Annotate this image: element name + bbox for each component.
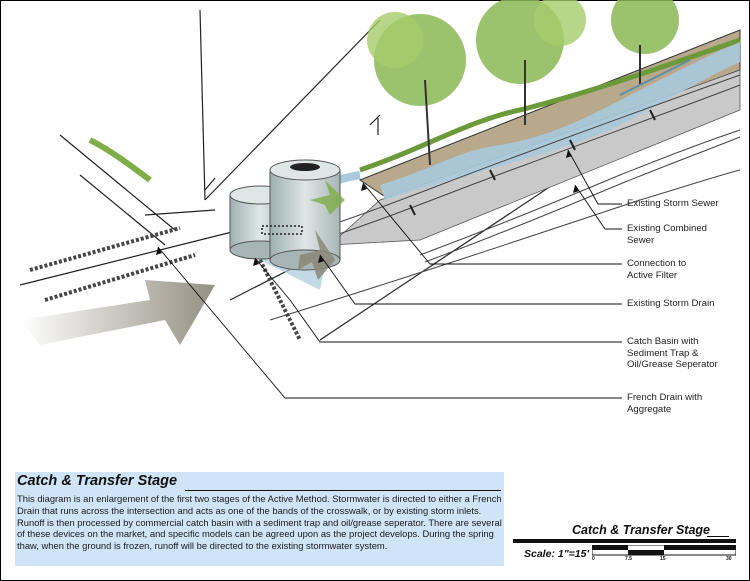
- scale-title-underline: [707, 536, 729, 537]
- scale-tick-7-5: 7.5: [625, 556, 632, 562]
- pipes: [269, 74, 741, 321]
- description-title-underline: [185, 490, 501, 491]
- catch-basins: [229, 159, 341, 271]
- callout-french-drain: French Drain with Aggregate: [627, 392, 703, 415]
- scale-tick-15: 15: [660, 556, 666, 562]
- leader-lines: [157, 149, 622, 399]
- scale-tick-30: 30: [726, 556, 732, 562]
- scale-label: Scale: 1"=15': [524, 548, 589, 560]
- leader-arrowheads: [156, 150, 579, 266]
- callout-existing-storm-sewer: Existing Storm Sewer: [627, 198, 719, 209]
- runoff-arrows: [20, 180, 345, 345]
- scale-divider-rule: [513, 539, 736, 543]
- scale-tick-0: 0: [592, 556, 595, 562]
- street-trees: [367, 0, 679, 166]
- scale-bar: [592, 545, 736, 556]
- callout-existing-storm-drain: Existing Storm Drain: [627, 298, 715, 309]
- description-title: Catch & Transfer Stage: [17, 473, 178, 489]
- drain-markers: [409, 109, 656, 216]
- callout-catch-basin: Catch Basin with Sediment Trap & Oil/Gre…: [627, 336, 718, 370]
- french-drain: [29, 226, 302, 341]
- stormwater-illustration: [19, 0, 741, 399]
- description-panel: Catch & Transfer Stage This diagram is a…: [15, 472, 504, 566]
- scale-title: Catch & Transfer Stage: [572, 523, 711, 537]
- callout-connection-active-filter: Connection to Active Filter: [627, 258, 687, 281]
- description-body: This diagram is an enlargement of the fi…: [17, 493, 502, 552]
- callout-existing-combined-sewer: Existing Combined Sewer: [627, 223, 707, 246]
